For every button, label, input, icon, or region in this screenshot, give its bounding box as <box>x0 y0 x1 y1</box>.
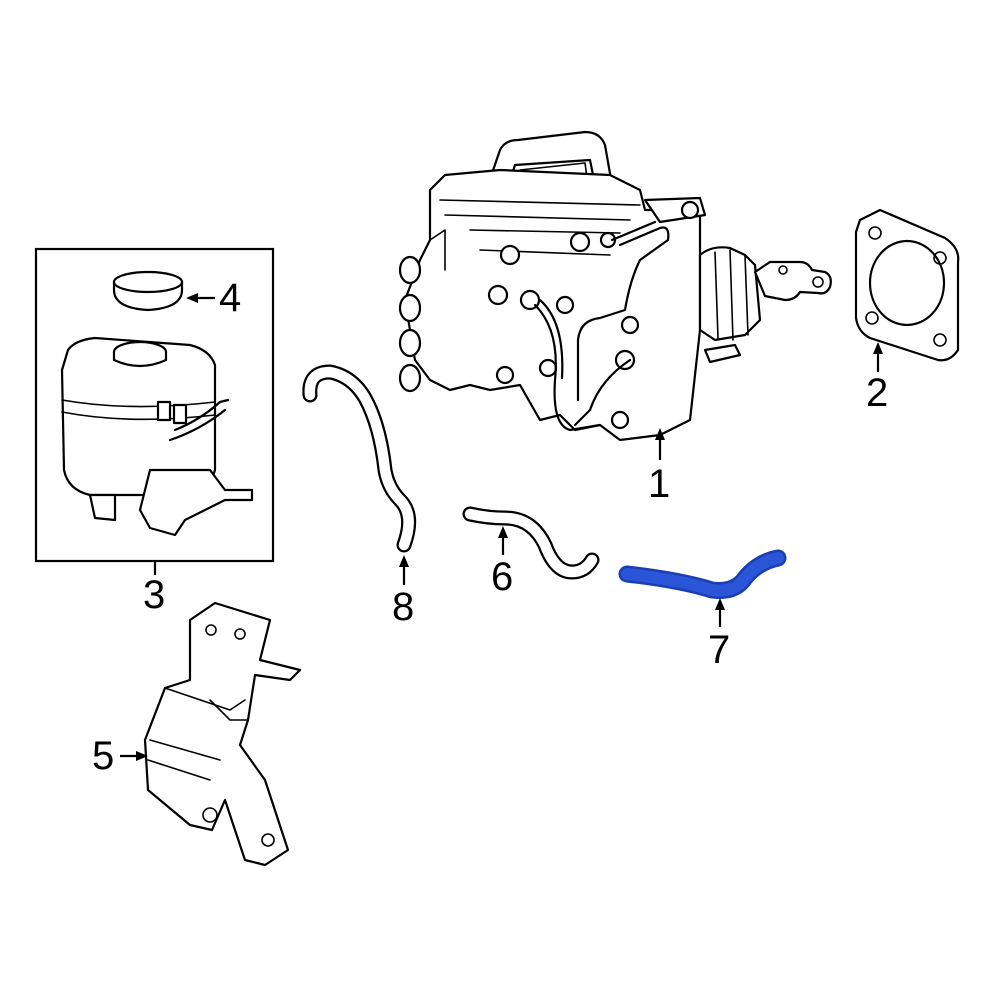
callout-6-label: 6 <box>491 555 513 599</box>
callout-8-label: 8 <box>392 585 414 629</box>
callout-7-label: 7 <box>708 628 730 672</box>
part-4-reservoir-cap[interactable] <box>112 270 184 312</box>
callout-1-arrow <box>655 428 665 460</box>
callout-6-arrow <box>498 526 508 555</box>
callout-4-label: 4 <box>219 276 241 320</box>
callout-5-arrow <box>120 751 148 761</box>
callout-4-arrow <box>186 293 215 303</box>
callout-7-arrow <box>715 598 725 627</box>
part-5-bracket[interactable] <box>143 601 302 867</box>
callout-2-label: 2 <box>866 371 888 415</box>
callout-8-arrow <box>399 555 409 585</box>
callout-2-arrow <box>873 342 883 372</box>
callout-5-label: 5 <box>92 734 114 778</box>
callout-3-label: 3 <box>143 573 165 617</box>
part-7-hose-highlighted[interactable] <box>618 549 787 599</box>
part-2-gasket[interactable] <box>854 208 960 362</box>
part-3-reservoir-assembly[interactable] <box>34 247 275 563</box>
part-8-hose[interactable] <box>302 364 417 553</box>
part-6-hose[interactable] <box>462 506 600 580</box>
part-1-brake-actuator[interactable] <box>398 130 832 442</box>
callout-1-label: 1 <box>648 462 670 506</box>
